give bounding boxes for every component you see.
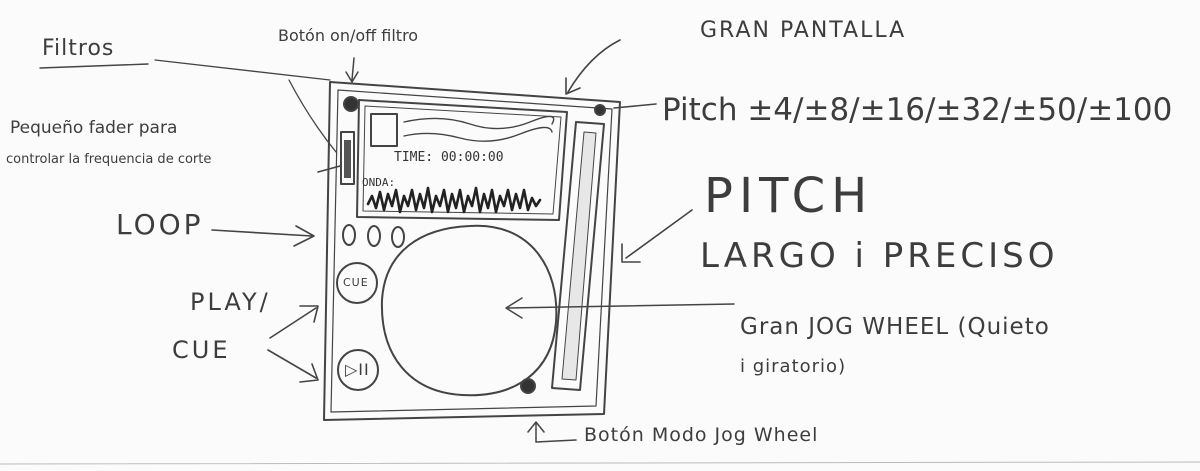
annotation-play-line2: CUE xyxy=(172,336,231,364)
pitch-big-arrow xyxy=(625,209,693,259)
screen-time: TIME: 00:00:00 xyxy=(394,150,504,165)
pitch-range-button[interactable] xyxy=(594,104,606,116)
cue-arrow-head xyxy=(299,305,319,323)
annotation-gran-pantalla: GRAN PANTALLA xyxy=(700,18,907,43)
screen-wave-mid xyxy=(403,126,553,142)
play-pause-button[interactable] xyxy=(337,349,379,391)
annotation-pitch-ranges: Pitch ±4/±8/±16/±32/±50/±100 xyxy=(662,92,1173,128)
jog-wheel[interactable] xyxy=(380,224,558,397)
loop-button-2[interactable] xyxy=(367,225,381,247)
pitch-slider-track xyxy=(561,131,597,381)
cue-button-label: CUE xyxy=(343,276,369,289)
modo-arrow xyxy=(527,421,577,443)
pitch-slider[interactable] xyxy=(551,121,605,391)
play-button-label: ▷II xyxy=(345,360,370,379)
screen-wave-top xyxy=(403,115,555,130)
filter-fader[interactable] xyxy=(340,131,355,185)
jog-arrow-head xyxy=(505,297,523,319)
device-body xyxy=(323,81,621,421)
annotation-filtros: Filtros xyxy=(42,36,115,61)
jog-mode-button[interactable] xyxy=(520,378,536,394)
annotation-jog-line1: Gran JOG WHEEL (Quieto xyxy=(740,314,1050,340)
annotation-boton-modo: Botón Modo Jog Wheel xyxy=(584,424,819,446)
pantalla-arrow-head xyxy=(565,77,581,95)
boton-arrow-head xyxy=(345,71,359,83)
annotation-pitch-sub: LARGO i PRECISO xyxy=(700,236,1059,276)
screen-inner xyxy=(362,105,562,215)
cue-arrow xyxy=(269,307,317,339)
filtros-underline xyxy=(39,63,149,69)
filter-fader-knob[interactable] xyxy=(344,140,351,178)
annotation-play-line1: PLAY/ xyxy=(190,288,271,316)
annotation-pitch-big: PITCH xyxy=(704,168,874,224)
filter-onoff-button[interactable] xyxy=(343,96,359,112)
annotation-jog-line2: i giratorio) xyxy=(740,356,847,377)
jog-arrow xyxy=(507,303,735,309)
loop-arrow-head xyxy=(293,225,315,247)
screen-onda-label: ONDA: xyxy=(362,176,396,189)
filtros-arrow-2 xyxy=(288,79,337,153)
cue-button[interactable] xyxy=(336,262,378,304)
paper-edge xyxy=(0,461,1200,465)
screen xyxy=(356,99,568,221)
annotation-fader-line1: Pequeño fader para xyxy=(10,118,178,138)
screen-thumbnail xyxy=(370,113,398,147)
filtros-arrow xyxy=(154,59,331,81)
pantalla-arrow xyxy=(567,39,621,93)
annotation-fader-line2: controlar la frequencia de corte xyxy=(6,152,212,167)
play-arrow-head xyxy=(299,363,319,383)
loop-button-1[interactable] xyxy=(342,224,356,246)
annotation-boton-filtro: Botón on/off filtro xyxy=(278,26,419,45)
pitch-big-arrow-head xyxy=(621,243,641,263)
play-arrow xyxy=(267,349,317,379)
pitch-range-arrow xyxy=(613,103,657,109)
loop-button-3[interactable] xyxy=(391,226,405,248)
screen-waveform xyxy=(366,186,542,214)
loop-arrow xyxy=(211,229,313,237)
boton-arrow xyxy=(351,57,355,81)
annotation-loop: LOOP xyxy=(116,208,204,241)
fader-arrow xyxy=(317,165,341,173)
device-body-inner xyxy=(330,89,613,413)
